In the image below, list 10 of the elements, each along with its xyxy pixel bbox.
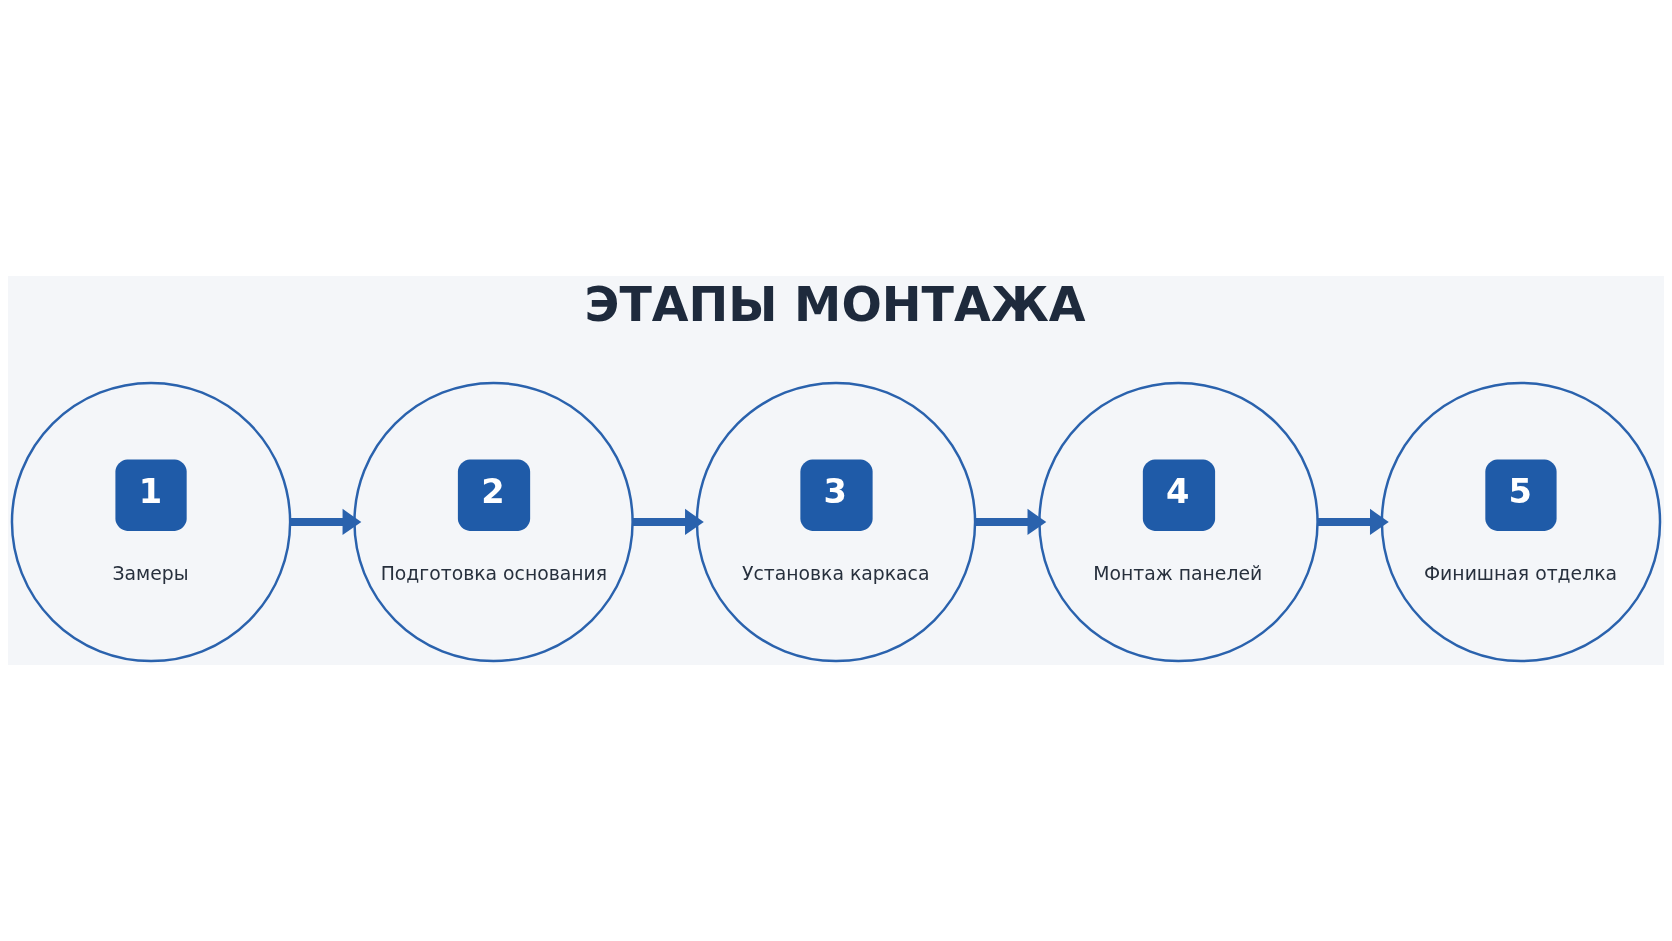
arrow — [290, 508, 362, 536]
arrow — [1317, 508, 1389, 536]
arrow — [975, 508, 1047, 536]
arrow — [633, 508, 704, 536]
node-circle: 4 Монтаж панелей — [1038, 381, 1319, 663]
diagram-title: ЭТАПЫ МОНТАЖА — [584, 276, 1086, 332]
node-circle: 2 Подготовка основания — [353, 381, 634, 663]
node-circle: 5 Финишная отделка — [1380, 381, 1662, 663]
node-circle: 1 Замеры — [10, 381, 292, 663]
node-circle: 3 Установка каркаса — [695, 381, 977, 663]
